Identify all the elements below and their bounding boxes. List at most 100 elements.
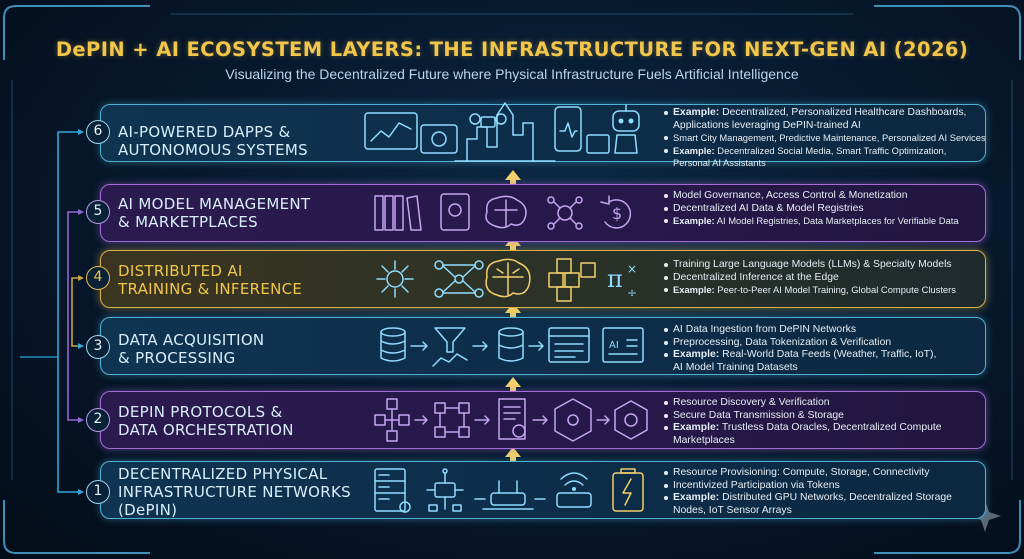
layer-1-bullet-2: Incentivized Participation via Tokens [664,480,984,493]
layer-4-illustration: π × ÷ [376,258,637,302]
layer-3-bullet-3: Example: Real-World Data Feeds (Weather,… [664,349,984,362]
flow-arrow-icon [474,415,490,425]
layer-1-title-line-1: DECENTRALIZED PHYSICAL [118,465,328,483]
layer-4-bullet-2: Decentralized Inference at the Edge [664,272,984,285]
layer-6-bullet-1-cont: Applications leveraging DePIN-trained AI [673,119,861,131]
layer-3-title: DATA ACQUISITION & PROCESSING [118,331,264,367]
layer-6-bullet-1: Example: Decentralized, Personalized Hea… [664,107,984,120]
svg-text:×: × [627,262,637,276]
layer-6-bullet-3: Example: Decentralized Social Media, Sma… [664,145,984,158]
layer-2-title: DEPIN PROTOCOLS & DATA ORCHESTRATION [118,403,294,439]
hex-node-icon [614,400,648,440]
database-icon [380,327,406,362]
layer-2-illustration [374,398,648,442]
contract-scroll-icon [498,398,526,440]
robot-icon [612,104,640,154]
svg-text:AI: AI [609,340,619,351]
layer-6-bullets: Example: Decentralized, Personalized Hea… [664,107,986,170]
layer-5-bullet-3: Example: AI Model Registries, Data Marke… [664,215,984,228]
hex-network-icon [554,398,592,442]
layer-3-number-badge: 3 [86,335,110,359]
layer-5-title: AI MODEL MANAGEMENT & MARKETPLACES [118,195,310,231]
layer-5-bullets: Model Governance, Access Control & Monet… [664,190,984,228]
layer-4-title: DISTRIBUTED AI TRAINING & INFERENCE [118,262,302,298]
layer-5-title-line-1: AI MODEL MANAGEMENT [118,195,311,213]
layer-2-panel [100,391,986,449]
layer-1-bullet-1: Resource Provisioning: Compute, Storage,… [664,467,984,480]
model-library-icon [374,195,422,231]
layer-2-title-line-2: DATA ORCHESTRATION [118,421,294,439]
city-skyline-icon [454,102,556,162]
layer-3-bullet-1: AI Data Ingestion from DePIN Networks [664,324,984,337]
neural-net-icon [434,260,484,298]
layer-1-bullets: Resource Provisioning: Compute, Storage,… [664,467,984,517]
layer-3-illustration: AI [380,327,644,367]
settings-book-icon [440,193,470,231]
page-title: DePIN + AI ECOSYSTEM LAYERS: THE INFRAST… [55,38,969,61]
brain-icon [485,195,527,229]
layer-4-number-badge: 4 [86,266,110,290]
layer-1-illustration [374,468,644,513]
layer-4-title-line-1: DISTRIBUTED AI [118,262,243,280]
layer-2-bullet-2: Secure Data Transmission & Storage [664,410,984,423]
router-icon [474,480,546,510]
layer-1-bullet-3: Example: Distributed GPU Networks, Decen… [664,492,984,505]
database-stack-icon [498,327,524,362]
iot-device-icon [426,468,464,512]
layer-2-title-line-1: DEPIN PROTOCOLS & [118,403,283,421]
flow-arrow-icon [410,341,428,351]
layer-5-number-badge: 5 [86,200,110,224]
svg-text:÷: ÷ [627,286,637,300]
layer-5-bullet-1: Model Governance, Access Control & Monet… [664,190,984,203]
layer-6-illustration [364,102,640,162]
server-rack-icon [374,468,411,513]
wifi-router-icon [556,472,592,508]
layer-2-bullet-3-cont: Marketplaces [673,434,735,446]
flow-arrow-icon [528,341,544,351]
layer-3-title-line-2: & PROCESSING [118,349,236,367]
battery-icon [612,468,644,512]
layer-1-panel [100,461,986,519]
flow-arrow-icon [532,415,548,425]
layer-5-illustration: $ [374,193,632,231]
network-icon [547,196,583,230]
data-filter-icon [432,327,468,367]
layer-3-title-line-1: DATA ACQUISITION [118,331,265,349]
layer-6-title-line-2: AUTONOMOUS SYSTEMS [118,141,308,159]
layer-3-bullet-2: Preprocessing, Data Tokenization & Verif… [664,337,984,350]
layer-1-number-badge: 1 [86,480,110,504]
layer-6-bullet-3-cont: Personal AI Assistants [673,157,766,169]
layer-6-bullet-2: Smart City Management, Predictive Mainte… [664,132,986,145]
layer-1-bullet-3-cont: Nodes, IoT Sensor Arrays [673,504,792,516]
layer-1-title-line-2: INFRASTRUCTURE NETWORKS [118,483,351,501]
layer-2-bullet-1: Resource Discovery & Verification [664,397,984,410]
layer-5-bullet-2: Decentralized AI Data & Model Registries [664,203,984,216]
data-table-icon [548,327,590,363]
node-graph-icon [434,402,470,438]
flow-arrow-icon [596,415,610,425]
layer-4-bullet-1: Training Large Language Models (LLMs) & … [664,259,984,272]
layer-4-panel [100,250,986,308]
dollar-cycle-icon: $ [600,195,632,229]
layer-2-bullets: Resource Discovery & Verification Secure… [664,397,984,447]
flow-arrow-icon [472,341,488,351]
page-subtitle: Visualizing the Decentralized Future whe… [225,66,799,82]
compute-cubes-icon [548,258,596,302]
layer-5-panel [100,184,986,242]
dashboard-monitor-icon [364,112,458,154]
drone-icon [469,113,507,128]
mobile-app-icon [554,106,610,154]
cube-network-icon [374,398,410,442]
flow-arrow-icon [414,415,428,425]
layer-4-bullets: Training Large Language Models (LLMs) & … [664,259,984,297]
layer-6-title-line-1: AI-POWERED DAPPS & [118,123,291,141]
svg-text:π: π [607,265,623,293]
layer-6-number-badge: 6 [86,120,110,144]
neural-burst-icon [376,260,414,298]
layer-3-bullets: AI Data Ingestion from DePIN Networks Pr… [664,324,984,374]
layer-4-bullet-3: Example: Peer-to-Peer AI Model Training,… [664,284,984,297]
svg-text:$: $ [612,204,622,223]
layer-4-title-line-2: TRAINING & INFERENCE [118,280,303,298]
layer-2-bullet-3: Example: Trustless Data Oracles, Decentr… [664,422,984,435]
